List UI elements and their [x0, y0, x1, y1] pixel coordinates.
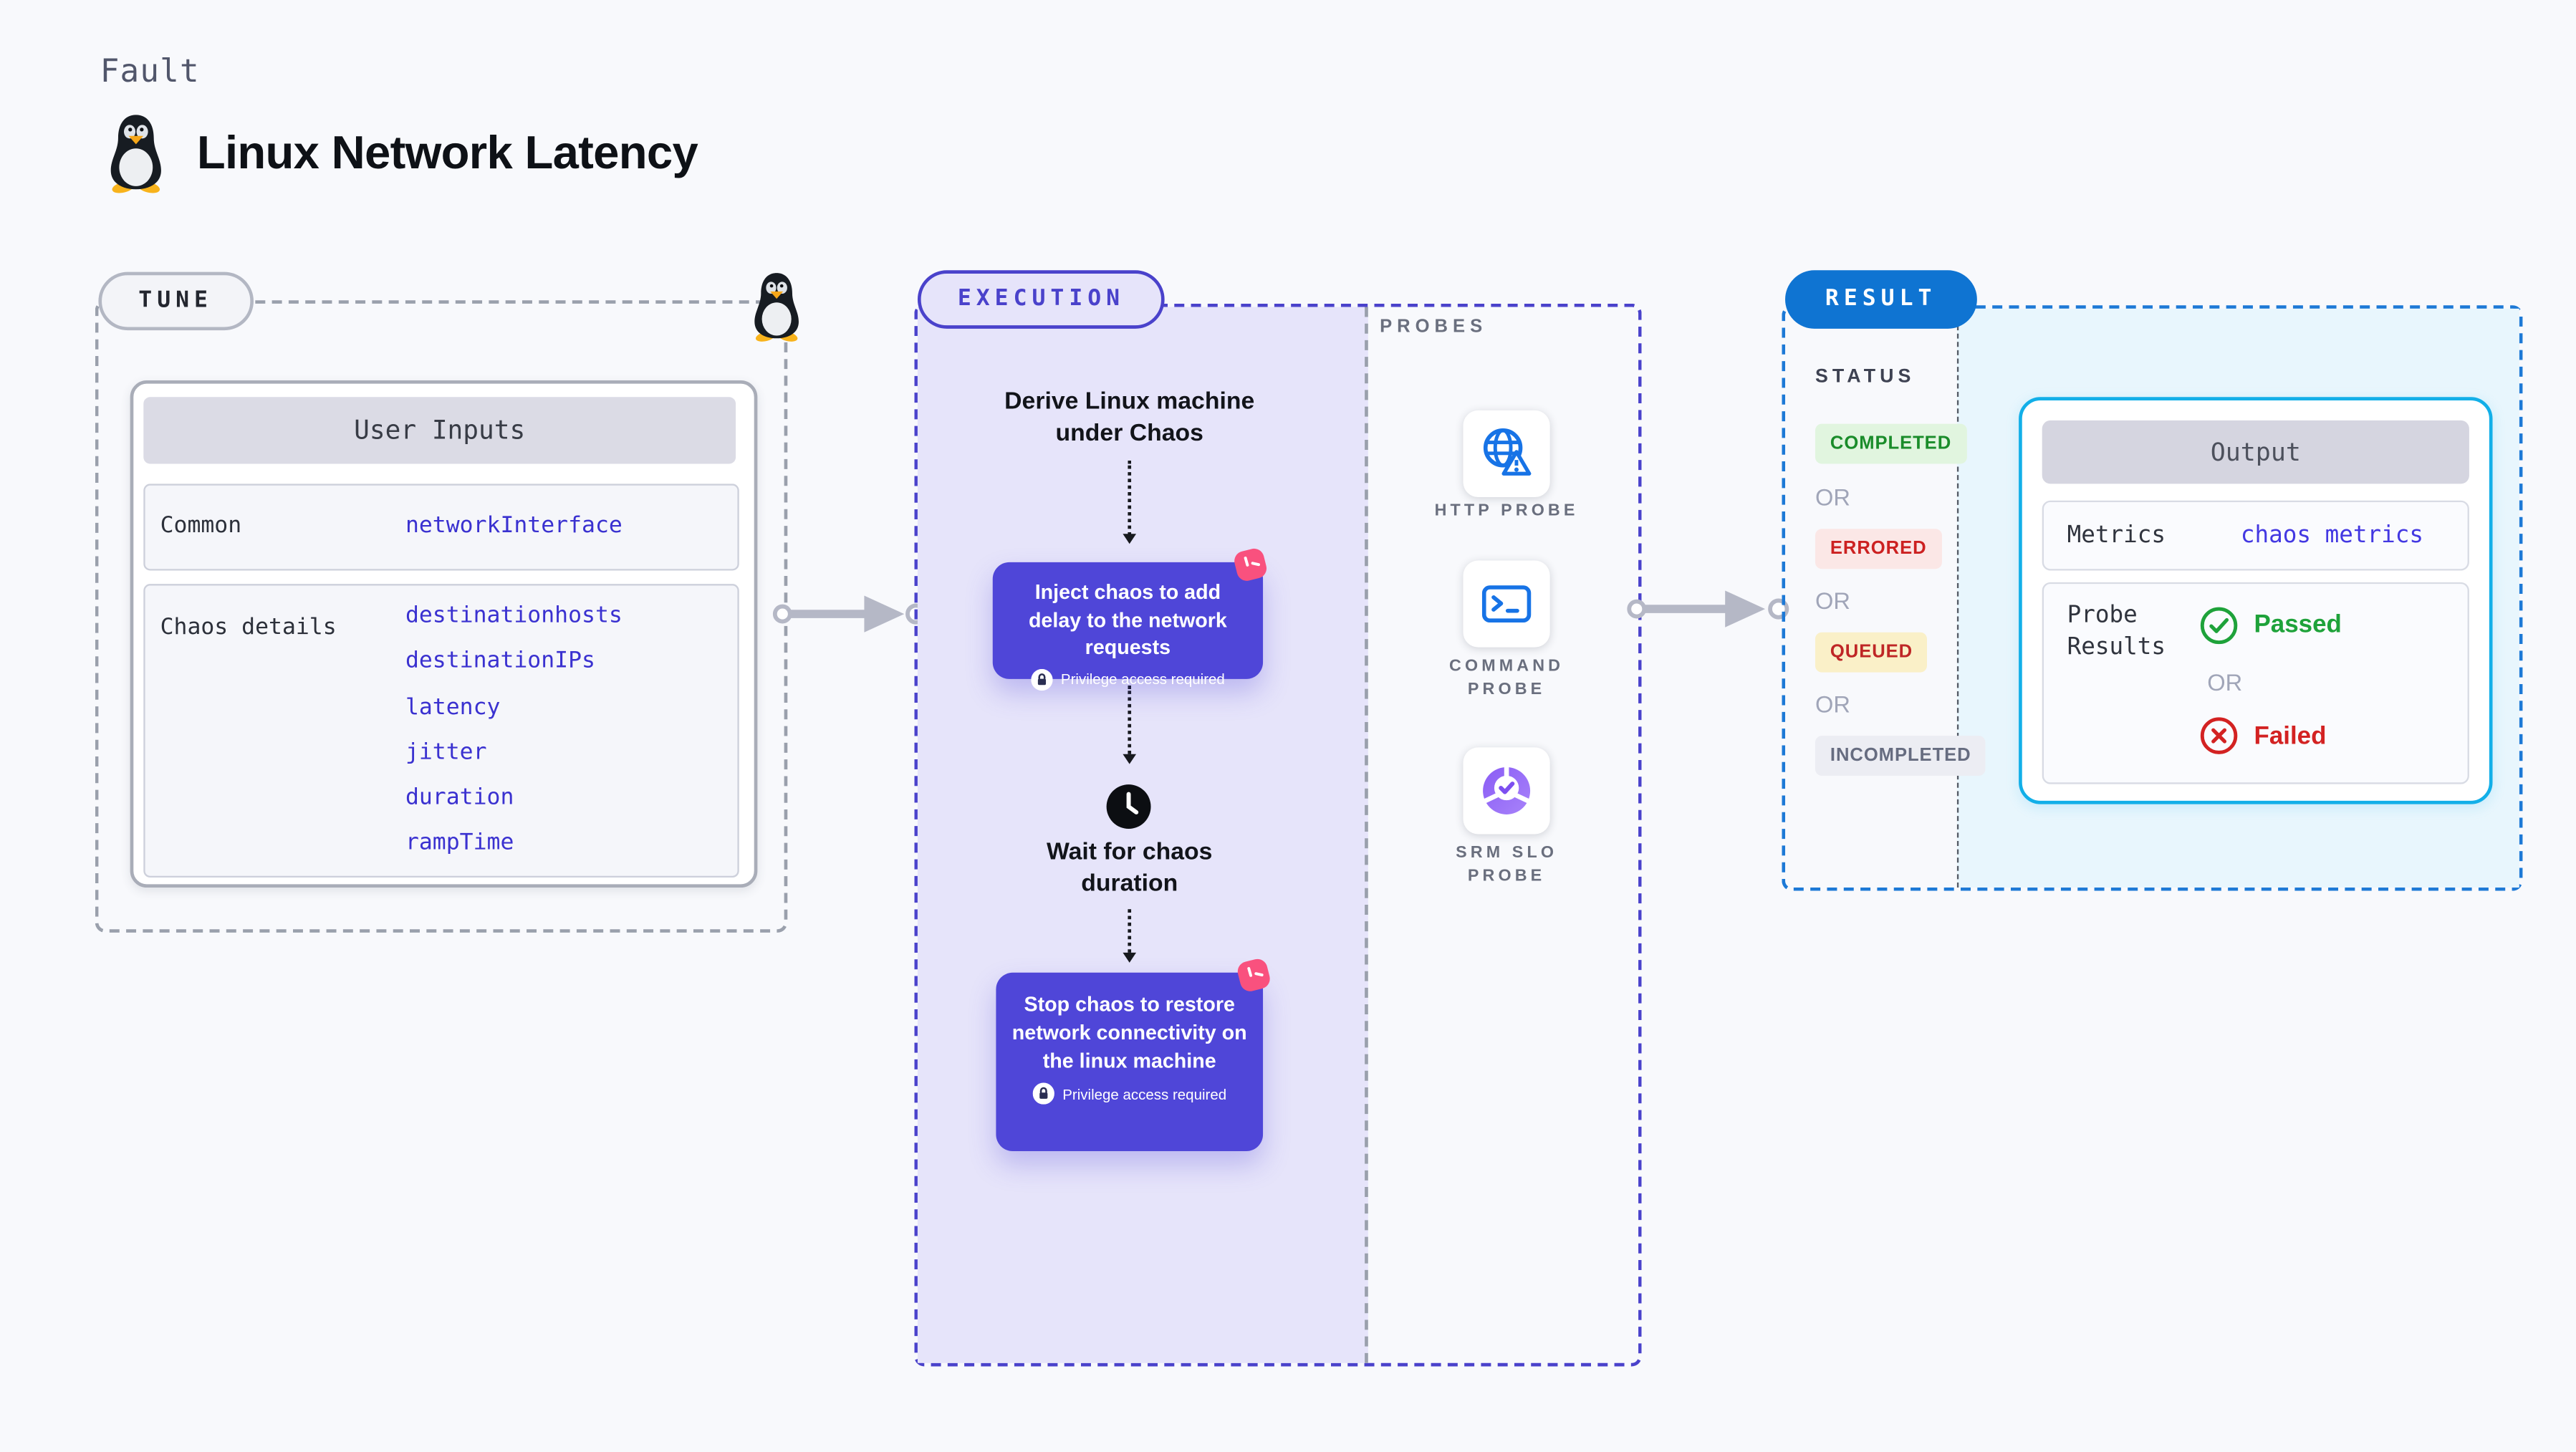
probe-card-srm-slo — [1463, 747, 1550, 835]
flow-arrow-down — [1123, 686, 1137, 764]
metrics-row: Metrics chaos metrics — [2042, 500, 2469, 571]
status-badge-errored: ERRORED — [1815, 529, 1942, 569]
or-separator: OR — [2207, 668, 2243, 696]
input-value-destinationIPs: destinationIPs — [405, 648, 595, 675]
or-separator: OR — [1815, 484, 1850, 511]
status-heading: STATUS — [1815, 367, 1916, 388]
step-derive-machine: Derive Linux machine under Chaos — [1004, 388, 1255, 448]
output-header: Output — [2042, 420, 2469, 484]
execution-badge: EXECUTION — [917, 270, 1166, 329]
user-inputs-header: User Inputs — [143, 397, 736, 464]
input-value-duration: duration — [405, 784, 514, 812]
globe-alert-icon — [1483, 428, 1532, 476]
input-value-rampTime: rampTime — [405, 830, 514, 857]
lock-icon — [1031, 668, 1052, 690]
tune-badge: TUNE — [98, 271, 253, 331]
privilege-note: Privilege access required — [996, 1083, 1263, 1105]
stop-chaos-text: Stop chaos to restore network connectivi… — [1011, 992, 1247, 1073]
flow-arrow-down — [1123, 909, 1137, 963]
lock-icon — [1032, 1083, 1054, 1105]
clock-icon — [1106, 784, 1151, 830]
page-title: Linux Network Latency — [196, 127, 698, 179]
stop-chaos-card: Stop chaos to restore network connectivi… — [996, 972, 1264, 1152]
tux-penguin-icon — [102, 112, 170, 193]
step-wait-duration: Wait for chaos duration — [1047, 839, 1213, 898]
x-circle-icon — [2200, 717, 2238, 754]
execution-flow-area — [917, 307, 1368, 1363]
input-value-latency: latency — [405, 693, 501, 721]
probe-card-http — [1463, 410, 1550, 498]
metrics-value: chaos metrics — [2240, 521, 2424, 549]
inject-chaos-card: Inject chaos to add delay to the network… — [992, 562, 1264, 679]
status-badge-incompleted: INCOMPLETED — [1815, 736, 1986, 776]
passed-label: Passed — [2254, 610, 2342, 640]
status-badge-queued: QUEUED — [1815, 632, 1928, 673]
failed-label: Failed — [2254, 722, 2327, 751]
tux-penguin-icon — [746, 270, 807, 342]
arrow-connector — [772, 595, 927, 633]
probe-card-command — [1463, 560, 1550, 648]
privilege-note: Privilege access required — [993, 668, 1263, 690]
flow-arrow-down — [1123, 460, 1137, 544]
probe-label-srm-slo: SRM SLO PROBE — [1456, 844, 1558, 885]
input-value-networkInterface: networkInterface — [405, 512, 623, 539]
probe-label-command: COMMAND PROBE — [1449, 657, 1565, 698]
input-row-label: Chaos details — [160, 614, 337, 641]
output-card: Output Metrics chaos metrics Probe Resul… — [2019, 397, 2493, 804]
page-kicker: Fault — [100, 53, 200, 90]
check-circle-icon — [2200, 607, 2238, 645]
or-separator: OR — [1815, 587, 1850, 615]
probe-results-row: Probe Results Passed OR Failed — [2042, 582, 2469, 784]
probe-label-http: HTTP PROBE — [1434, 502, 1579, 521]
status-badge-completed: COMPLETED — [1815, 423, 1967, 464]
input-row-common — [143, 484, 739, 571]
chaos-logo-icon — [1229, 544, 1271, 585]
probes-heading: PROBES — [1380, 317, 1488, 337]
inject-chaos-text: Inject chaos to add delay to the network… — [1028, 580, 1227, 659]
input-value-destinationhosts: destinationhosts — [405, 602, 623, 630]
input-row-chaos-details — [143, 584, 739, 878]
execution-section — [914, 303, 1642, 1367]
input-row-label: Common — [160, 512, 242, 539]
probe-results-label: Probe Results — [2067, 602, 2166, 661]
or-separator: OR — [1815, 691, 1850, 718]
input-value-jitter: jitter — [405, 739, 487, 766]
slo-pie-check-icon — [1483, 766, 1531, 814]
metrics-label: Metrics — [2067, 521, 2166, 549]
chaos-details-values: destinationhosts destinationIPs latency … — [405, 594, 623, 867]
result-badge: RESULT — [1785, 270, 1977, 329]
arrow-connector — [1627, 590, 1789, 628]
chaos-logo-icon — [1233, 954, 1274, 996]
terminal-icon — [1481, 585, 1532, 622]
